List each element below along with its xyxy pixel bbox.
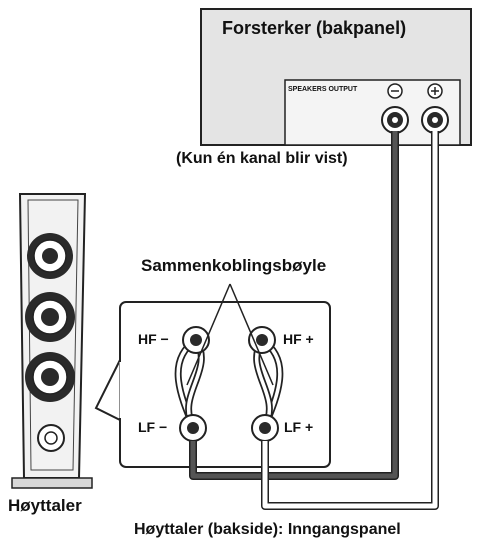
amplifier-panel <box>200 8 472 146</box>
jumper-label: Sammenkoblingsbøyle <box>141 256 327 275</box>
terminal-lf-plus <box>251 414 279 442</box>
terminal-label-hf-minus: HF − <box>138 331 169 347</box>
speaker-tower <box>11 193 93 489</box>
terminal-label-lf-plus: LF + <box>284 419 314 435</box>
cable-positive <box>261 131 439 510</box>
amp-terminal-minus <box>381 83 409 134</box>
cable-negative <box>189 131 399 480</box>
amp-terminal-plus <box>421 83 449 134</box>
input-panel-label: Høyttaler (bakside): Inngangspanel <box>134 521 401 538</box>
terminal-label-hf-plus: HF + <box>283 331 314 347</box>
terminal-lf-minus <box>179 414 207 442</box>
terminal-hf-minus <box>182 326 210 354</box>
amplifier-title: Forsterker (bakpanel) <box>222 18 407 38</box>
terminal-hf-plus <box>248 326 276 354</box>
callout-pointer <box>94 359 121 421</box>
channel-note: (Kun én kanal blir vist) <box>176 150 348 167</box>
terminal-label-lf-minus: LF − <box>138 419 168 435</box>
input-panel <box>119 301 331 468</box>
speakers-output-label: SPEAKERS OUTPUT <box>288 86 358 93</box>
speaker-label: Høyttaler <box>8 496 82 515</box>
jumper-pointer-lines <box>186 283 274 386</box>
